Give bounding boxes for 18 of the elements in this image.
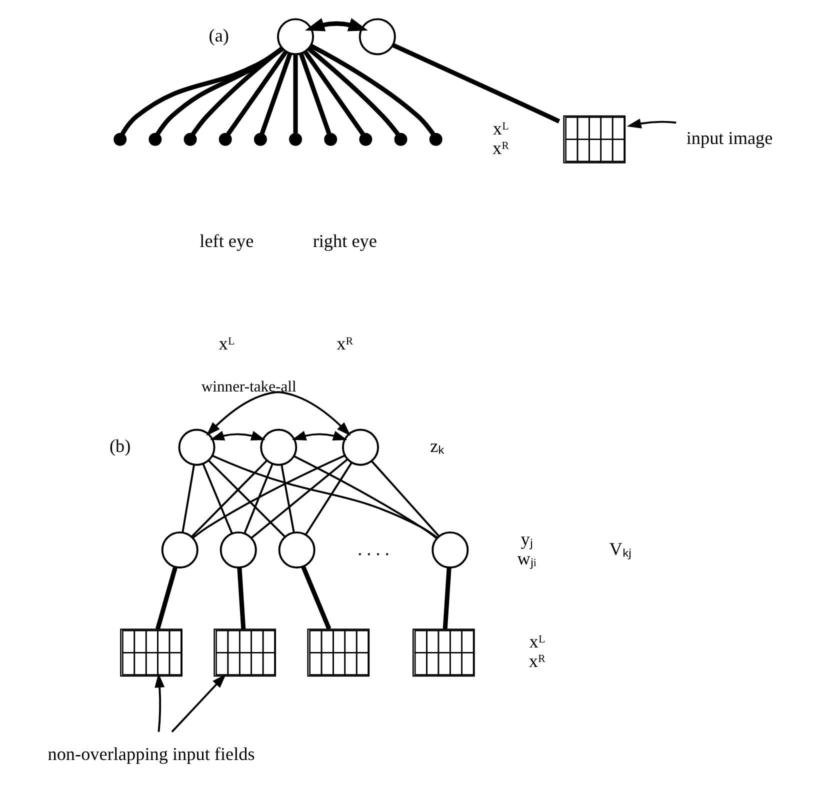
node-text: input image bbox=[686, 128, 773, 148]
label: right eye bbox=[312, 230, 377, 251]
node-label: xᴿ bbox=[528, 651, 546, 672]
node-label: wⱼᵢ bbox=[517, 548, 536, 569]
label: (a) bbox=[208, 26, 229, 46]
node-text: non-overlapping input fields bbox=[48, 744, 255, 764]
label: Vₖⱼ bbox=[609, 538, 632, 559]
label: (b) bbox=[110, 436, 131, 456]
node-label: zₖ bbox=[430, 436, 444, 456]
label: . . . . bbox=[358, 538, 390, 559]
node-label: xᴸ bbox=[492, 118, 509, 138]
node-label: yⱼ bbox=[520, 529, 533, 550]
label: xᴿ bbox=[336, 333, 354, 354]
node-label: xᴸ bbox=[529, 632, 546, 652]
node-label: xᴿ bbox=[492, 138, 510, 158]
label: xᴸ bbox=[218, 333, 235, 354]
edge-label: winner-take-all bbox=[201, 378, 296, 396]
label: left eye bbox=[200, 230, 254, 251]
